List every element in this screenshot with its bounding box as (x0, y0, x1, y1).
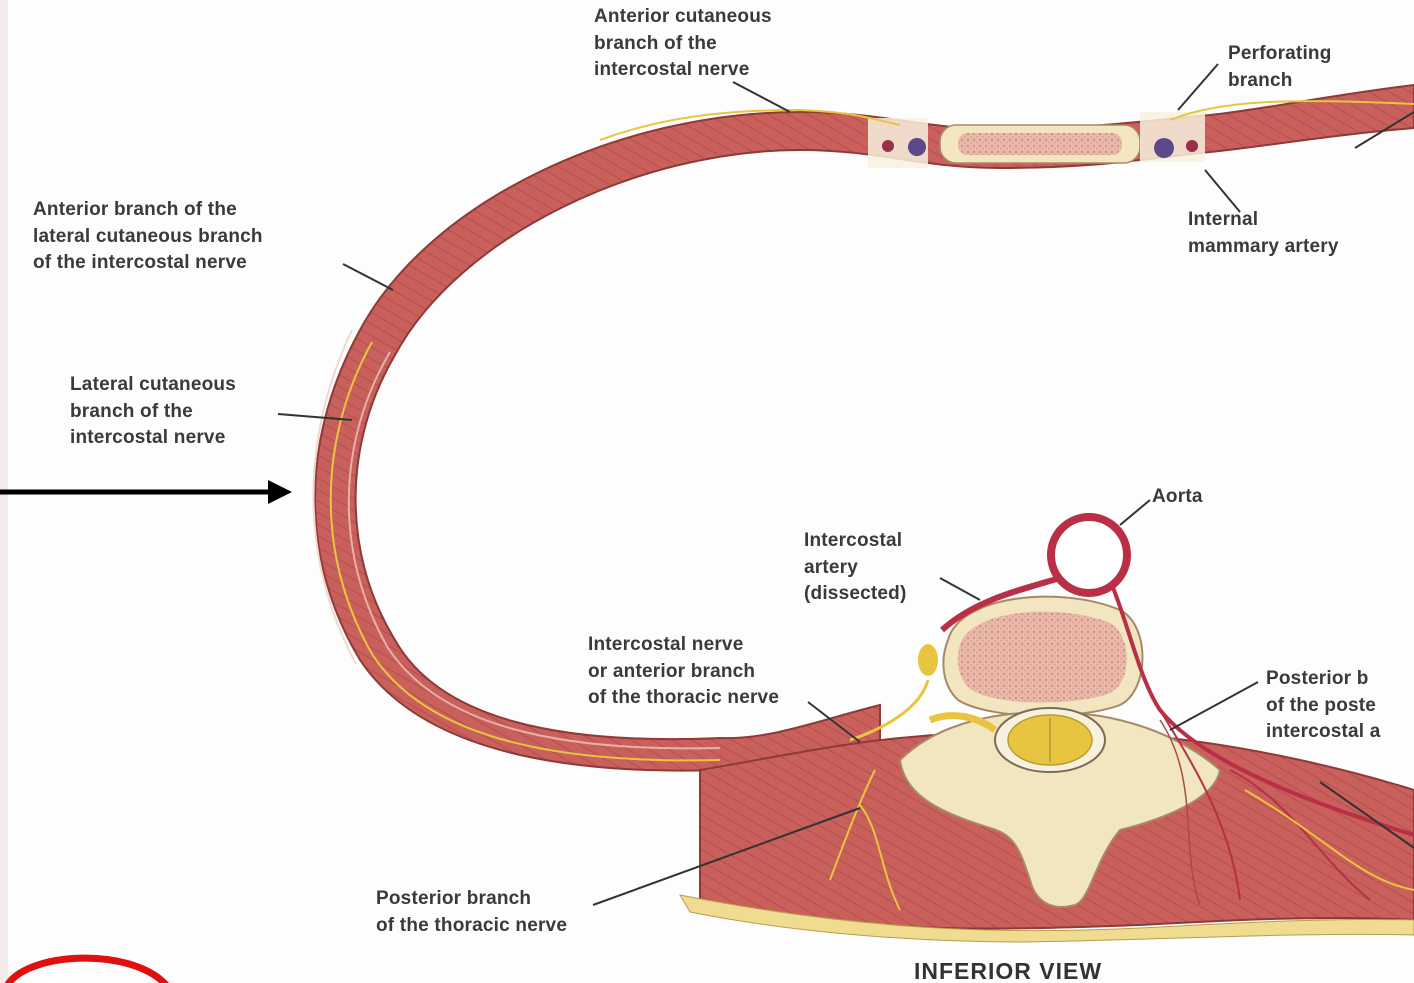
label-line: Intercostal (804, 528, 907, 555)
label-line: artery (804, 555, 907, 582)
internal-mammary-artery-left (882, 140, 894, 152)
leader-intercostal-artery (940, 578, 980, 600)
label-line: Posterior branch (376, 886, 567, 913)
label-anterior-branch-lateral-cutaneous: Anterior branch of the lateral cutaneous… (33, 197, 263, 277)
label-line: or anterior branch (588, 659, 779, 686)
label-internal-mammary-artery: Internal mammary artery (1188, 207, 1339, 260)
label-line: Perforating (1228, 41, 1332, 68)
label-line: of the poste (1266, 693, 1381, 720)
vertebral-marrow (958, 612, 1127, 703)
leader-internal-mammary (1205, 170, 1240, 212)
annotation-circle (5, 958, 170, 983)
leader-anterior-cutaneous (733, 82, 790, 112)
chest-wall-muscle (315, 85, 1414, 771)
label-intercostal-nerve: Intercostal nerve or anterior branch of … (588, 632, 779, 712)
sympathetic-ganglion (918, 644, 938, 676)
label-line: intercostal nerve (594, 57, 772, 84)
label-posterior-branch-thoracic-nerve: Posterior branch of the thoracic nerve (376, 886, 567, 939)
label-line: Aorta (1152, 484, 1203, 511)
label-line: branch of the (594, 31, 772, 58)
leader-perforating (1178, 64, 1218, 110)
label-line: Anterior cutaneous (594, 4, 772, 31)
label-line: of the intercostal nerve (33, 250, 263, 277)
internal-mammary-artery-right (1186, 140, 1198, 152)
label-line: intercostal a (1266, 719, 1381, 746)
view-caption: INFERIOR VIEW (914, 958, 1102, 983)
label-line: Internal (1188, 207, 1339, 234)
leader-anterior-lateral (343, 264, 393, 290)
label-line: Posterior b (1266, 666, 1381, 693)
internal-mammary-vein-left (908, 138, 926, 156)
label-line: of the thoracic nerve (376, 913, 567, 940)
label-line: Intercostal nerve (588, 632, 779, 659)
label-anterior-cutaneous: Anterior cutaneous branch of the interco… (594, 4, 772, 84)
aorta (1051, 517, 1127, 593)
label-line: Anterior branch of the (33, 197, 263, 224)
label-line: of the thoracic nerve (588, 685, 779, 712)
internal-mammary-vein-right (1154, 138, 1174, 158)
label-intercostal-artery: Intercostal artery (dissected) (804, 528, 907, 608)
label-posterior-branch-artery: Posterior b of the poste intercostal a (1266, 666, 1381, 746)
label-line: branch (1228, 68, 1332, 95)
label-line: intercostal nerve (70, 425, 236, 452)
label-line: mammary artery (1188, 234, 1339, 261)
sternum-marrow (958, 133, 1122, 155)
label-line: Lateral cutaneous (70, 372, 236, 399)
leader-posterior-artery (1170, 682, 1258, 730)
label-line: lateral cutaneous branch (33, 224, 263, 251)
label-perforating-branch: Perforating branch (1228, 41, 1332, 94)
leader-aorta (1120, 500, 1150, 525)
label-line: (dissected) (804, 581, 907, 608)
annotation-arrow-head (268, 480, 292, 504)
label-line: branch of the (70, 399, 236, 426)
label-lateral-cutaneous-branch: Lateral cutaneous branch of the intercos… (70, 372, 236, 452)
label-aorta: Aorta (1152, 484, 1203, 511)
